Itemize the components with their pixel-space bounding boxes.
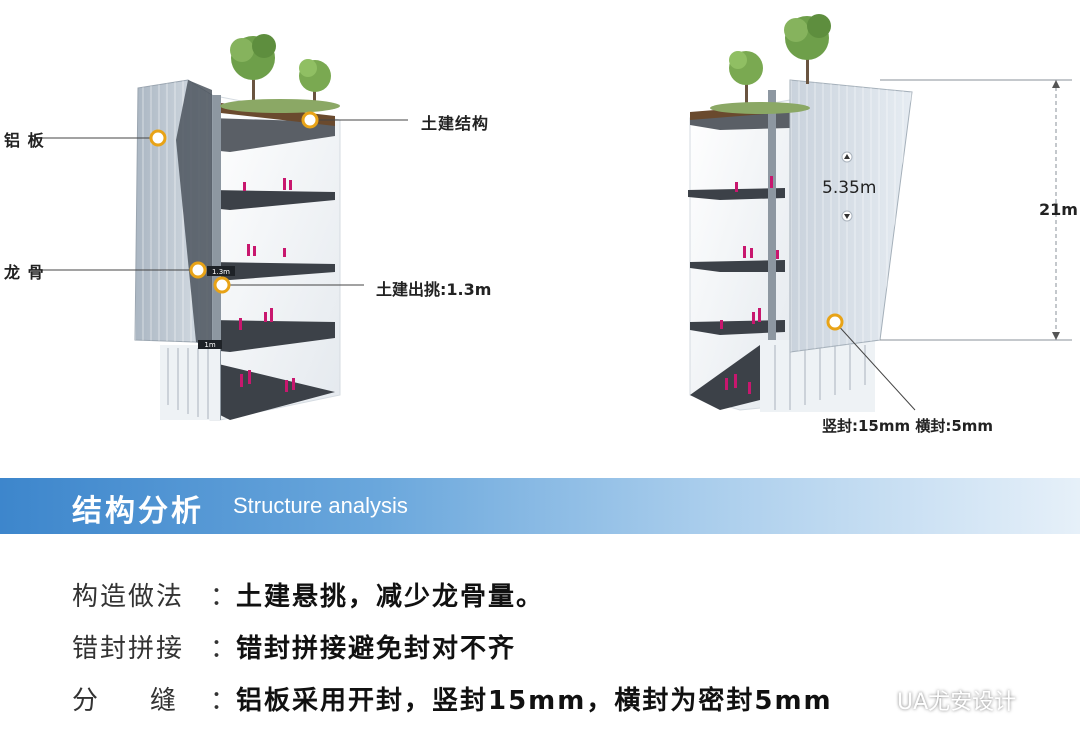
- wechat-icon: [853, 691, 884, 714]
- label-cantilever: 土建出挑:1.3m: [376, 280, 492, 299]
- label-keel: 龙 骨: [4, 263, 45, 282]
- marker-joints: [826, 313, 844, 331]
- row-key: 错封拼接: [72, 634, 185, 664]
- banner-title-en: Structure analysis: [233, 493, 408, 518]
- banner-title-cn: 结构分析: [72, 494, 204, 529]
- label-joints: 竖封:15mm 横封:5mm: [822, 417, 994, 435]
- row-key: 分 缝: [72, 686, 177, 716]
- structure-diagram: 1.3m 1m: [38, 14, 1072, 421]
- right-building: [688, 14, 913, 412]
- dim-bottom: 1m: [204, 341, 215, 349]
- desc-row: 构造做法 ：土建悬挑，减少龙骨量。: [72, 576, 544, 613]
- label-aluminum-panel: 铝 板: [4, 131, 45, 150]
- label-total-height: 21m: [1039, 200, 1078, 219]
- marker-keel: [189, 261, 207, 279]
- marker-cantilever: [213, 276, 231, 294]
- watermark-text: UA尤安设计: [897, 690, 1017, 715]
- left-louvers: [160, 345, 220, 420]
- right-annotations: [826, 79, 1072, 411]
- row-value: 错封拼接避免封对不齐: [236, 634, 517, 664]
- label-panel-height: 5.35m: [822, 178, 877, 198]
- row-colon: ：: [210, 634, 237, 664]
- left-building: 1.3m 1m: [134, 34, 341, 421]
- section-banner: 结构分析 Structure analysis: [0, 478, 1080, 534]
- watermark: UA尤安设计: [852, 684, 1016, 716]
- row-colon: ：: [210, 686, 237, 716]
- left-keel-frame: [176, 80, 212, 345]
- row-colon: ：: [210, 582, 237, 612]
- row-key: 构造做法: [72, 582, 185, 612]
- label-civil-structure: 土建结构: [421, 114, 490, 133]
- marker-aluminum-panel: [149, 129, 167, 147]
- desc-row: 错封拼接 ：错封拼接避免封对不齐: [72, 628, 516, 665]
- marker-civil-structure: [301, 111, 319, 129]
- dim-cantilever: 1.3m: [212, 268, 230, 276]
- right-louvers: [760, 340, 875, 412]
- right-roof-trees: [710, 14, 831, 114]
- desc-row: 分 缝 ：铝板采用开封，竖封15mm，横封为密封5mm: [72, 680, 833, 717]
- row-value: 铝板采用开封，竖封15mm，横封为密封5mm: [236, 686, 833, 716]
- people-figures: [239, 178, 295, 392]
- left-annotations: [38, 111, 408, 294]
- roof-trees: [220, 34, 340, 113]
- row-value: 土建悬挑，减少龙骨量。: [236, 582, 545, 612]
